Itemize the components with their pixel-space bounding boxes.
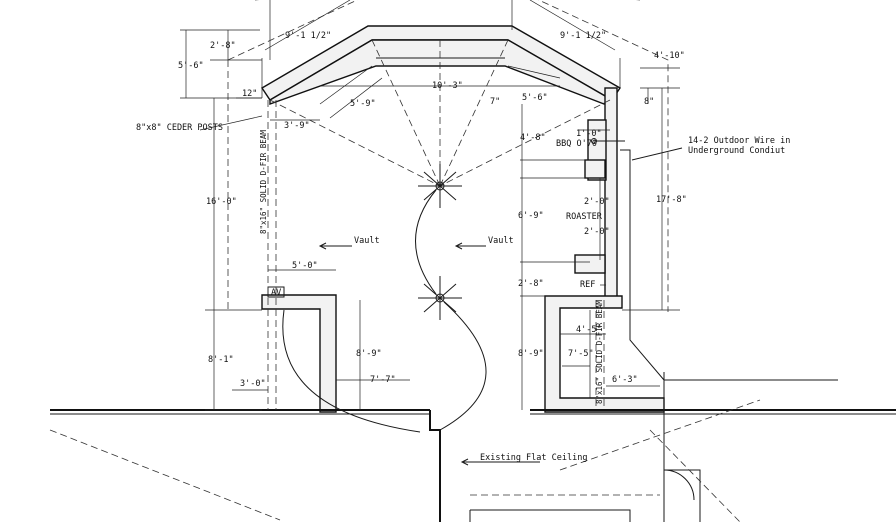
vault-arrows [318, 242, 540, 466]
dim-5-0: 5'-0" [292, 261, 318, 271]
dim-17-8: 17'-8" [656, 195, 687, 205]
dim-8-9-right: 8'-9" [518, 349, 544, 359]
dim-2-0-a: 2'-0" [584, 197, 610, 207]
annotation-labels: 8"x8" CEDER POSTS 8"x16" SOLID D-FIR BEA… [136, 123, 790, 463]
wire-label-line2: Underground Condiut [688, 146, 785, 156]
existing-structure [49, 372, 896, 522]
dim-4-10: 4'-10" [654, 51, 685, 61]
dimension-texts: 9'-1 1/2" 9'-1 1/2" 2'-8" 5'-6" 4'-10" 1… [178, 31, 687, 389]
dim-5-6-mid: 5'-6" [522, 93, 548, 103]
dim-4-5: 4'-5" [576, 325, 602, 335]
dim-8-9-left: 8'-9" [356, 349, 382, 359]
ceiling-fan-lower [418, 276, 462, 320]
vault-lines [269, 39, 611, 187]
dim-3-0: 3'-0" [240, 379, 266, 389]
wire-label-line1: 14-2 Outdoor Wire in [688, 136, 790, 146]
dim-7: 7" [490, 97, 500, 107]
fan-wiring [282, 189, 487, 433]
dim-2-8-right: 2'-8" [518, 279, 544, 289]
dim-10-3: 10'-3" [432, 81, 463, 91]
dim-12: 12" [242, 89, 257, 99]
dim-7-5: 7'-5" [568, 349, 594, 359]
posts-label: 8"x8" CEDER POSTS [136, 123, 223, 133]
vault-left-label: Vault [354, 236, 380, 246]
dim-9-1-5-left: 9'-1 1/2" [285, 31, 331, 41]
dim-6-3: 6'-3" [612, 375, 638, 385]
dim-3-9: 3'-9" [284, 121, 310, 131]
beam-right-label: 8"x16" SOLID D-FIR BEAM [595, 300, 604, 404]
dim-8: 8" [644, 97, 654, 107]
dim-5-6-left: 5'-6" [178, 61, 204, 71]
dim-6-9-right: 6'-9" [518, 211, 544, 221]
right-counter [544, 295, 665, 413]
bbq-label: BBQ O'70 [556, 139, 597, 149]
ceiling-fan-upper [418, 164, 462, 208]
beams [267, 100, 605, 410]
roaster-label: ROASTER [566, 212, 603, 222]
dim-9-1-5-right: 9'-1 1/2" [560, 31, 606, 41]
dim-2-8-top: 2'-8" [210, 41, 236, 51]
left-counter [261, 286, 337, 413]
right-wall [574, 87, 618, 299]
ceiling-label: Existing Flat Ceiling [480, 453, 587, 463]
dim-1-0: 1'-0" [576, 129, 602, 139]
beam-left-label: 8"x16" SOLID D-FIR BEAM [259, 130, 268, 234]
vault-right-label: Vault [488, 236, 514, 246]
dim-4-8: 4'-8" [520, 133, 546, 143]
dim-7-7: 7'-7" [370, 375, 396, 385]
av-label: AV [271, 288, 281, 298]
dim-2-0-b: 2'-0" [584, 227, 610, 237]
dim-8-1: 8'-1" [208, 355, 234, 365]
dimension-lines [180, 0, 680, 411]
dim-5-9: 5'-9" [350, 99, 376, 109]
dim-16-0: 16'-0" [206, 197, 237, 207]
ref-label: REF [580, 280, 595, 290]
wire-leader [591, 138, 683, 381]
